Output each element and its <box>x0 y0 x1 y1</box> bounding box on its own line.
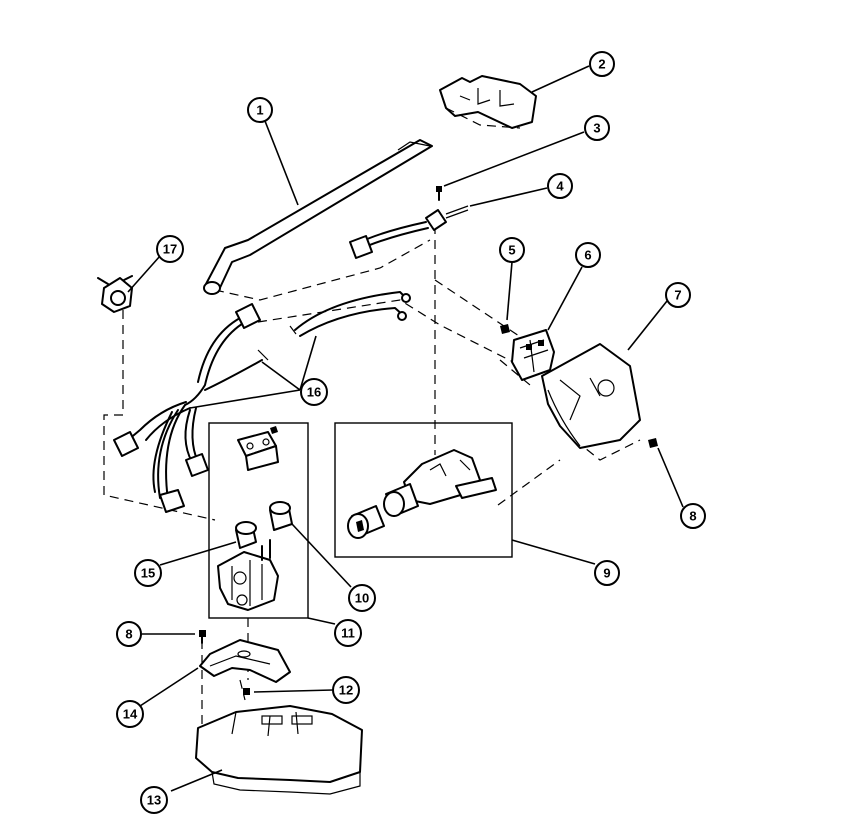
svg-text:14: 14 <box>123 707 138 722</box>
part-17-valve <box>97 275 133 313</box>
part-8-screw-right <box>648 438 658 448</box>
part-4-terminal <box>349 205 469 259</box>
svg-text:8: 8 <box>125 627 132 642</box>
svg-text:11: 11 <box>341 626 355 641</box>
svg-text:3: 3 <box>593 121 600 136</box>
part-14-mount-bracket <box>199 639 291 683</box>
svg-text:7: 7 <box>674 288 681 303</box>
callout-8-right: 8 <box>680 503 706 529</box>
callout-16: 16 <box>300 378 328 406</box>
part-2-bracket <box>439 75 537 129</box>
part-9-igniter-box <box>334 422 513 558</box>
assembly-lines <box>103 225 641 730</box>
part-12-screw <box>243 688 250 695</box>
callout-15: 15 <box>134 559 162 587</box>
wire-harness <box>113 303 269 513</box>
callout-4: 4 <box>547 173 573 199</box>
callout-9: 9 <box>594 560 620 586</box>
svg-text:9: 9 <box>603 566 610 581</box>
callout-14: 14 <box>116 700 144 728</box>
callout-5: 5 <box>499 237 525 263</box>
part-16-jumper-wire <box>289 291 411 337</box>
callout-13: 13 <box>140 786 168 814</box>
svg-text:5: 5 <box>508 243 515 258</box>
callout-10: 10 <box>348 584 376 612</box>
svg-text:6: 6 <box>584 248 591 263</box>
svg-text:13: 13 <box>147 793 161 808</box>
callout-6: 6 <box>575 242 601 268</box>
callout-12: 12 <box>332 676 360 704</box>
part-11-valve-box <box>208 422 309 619</box>
svg-text:10: 10 <box>355 591 369 606</box>
callout-17: 17 <box>156 235 184 263</box>
svg-text:17: 17 <box>163 242 177 257</box>
callout-11: 11 <box>334 619 362 647</box>
leader-lines <box>127 65 684 792</box>
callout-1: 1 <box>247 97 273 123</box>
part-5-screw <box>500 324 510 334</box>
callout-8-left: 8 <box>116 621 142 647</box>
callout-2: 2 <box>589 51 615 77</box>
part-6-switch <box>511 329 555 381</box>
svg-text:16: 16 <box>307 385 321 400</box>
callout-3: 3 <box>584 115 610 141</box>
callout-7: 7 <box>665 282 691 308</box>
part-8-screw-left <box>199 630 206 644</box>
svg-text:8: 8 <box>689 509 696 524</box>
part-3-screw <box>436 186 442 201</box>
svg-text:2: 2 <box>598 57 605 72</box>
svg-text:1: 1 <box>256 103 263 118</box>
svg-text:4: 4 <box>556 179 564 194</box>
part-13-burner-plate <box>195 705 363 795</box>
svg-text:15: 15 <box>141 566 155 581</box>
svg-text:12: 12 <box>339 683 353 698</box>
part-1-pipe <box>203 139 433 295</box>
part-7-cover <box>541 343 641 449</box>
